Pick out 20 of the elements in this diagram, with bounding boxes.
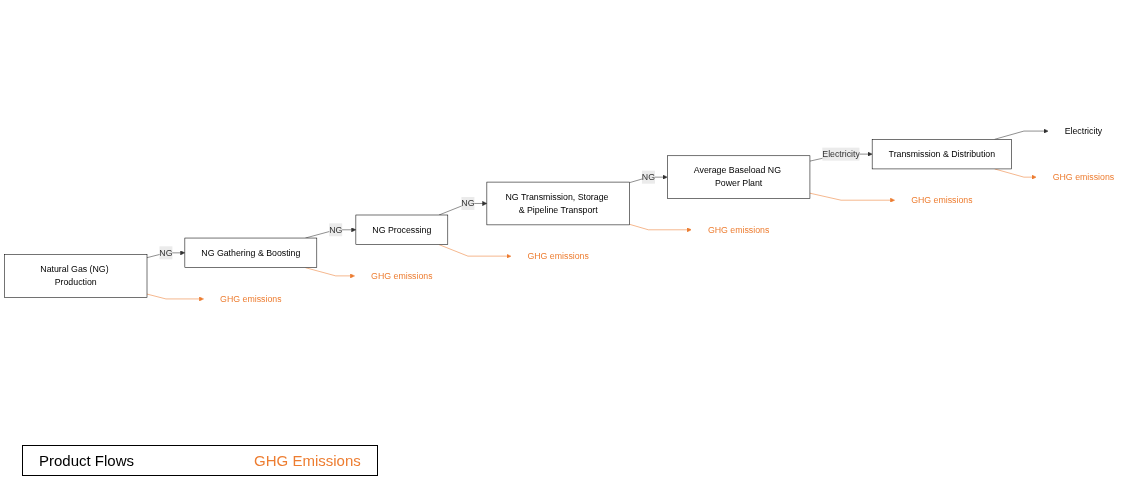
node-box: NG Gathering & Boosting (184, 237, 318, 268)
legend-item: GHG Emissions (254, 452, 361, 469)
node-text: GHG emissions (1052, 172, 1115, 182)
edge-label: Electricity (822, 149, 860, 159)
node-box: NG Processing (355, 214, 449, 245)
node-text: Electricity (1064, 126, 1103, 136)
node-box: Natural Gas (NG) Production (4, 254, 148, 298)
edge-label: NG (461, 198, 475, 208)
edge-label: NG (159, 247, 173, 258)
node-box: NG Transmission, Storage & Pipeline Transport (486, 181, 630, 226)
edge-label: NG (641, 172, 655, 182)
node-text: GHG emissions (371, 270, 433, 281)
node-text: GHG emissions (707, 224, 770, 235)
node-text: GHG emissions (220, 293, 282, 304)
node-text: GHG emissions (527, 251, 589, 261)
legend-item: Product Flows (39, 452, 135, 469)
node-box: Average Baseload NG Power Plant (667, 155, 811, 199)
node-text: GHG emissions (911, 195, 973, 205)
node-box: Transmission & Distribution (871, 139, 1012, 170)
edge-label: NG (329, 224, 343, 235)
